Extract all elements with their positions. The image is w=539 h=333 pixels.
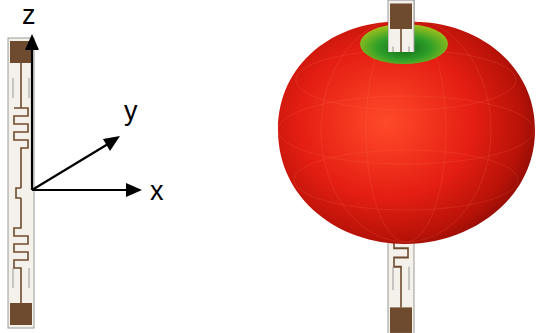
axis-label: z <box>22 2 36 29</box>
axis-label: x <box>150 178 164 205</box>
axis-label: y <box>124 98 138 125</box>
